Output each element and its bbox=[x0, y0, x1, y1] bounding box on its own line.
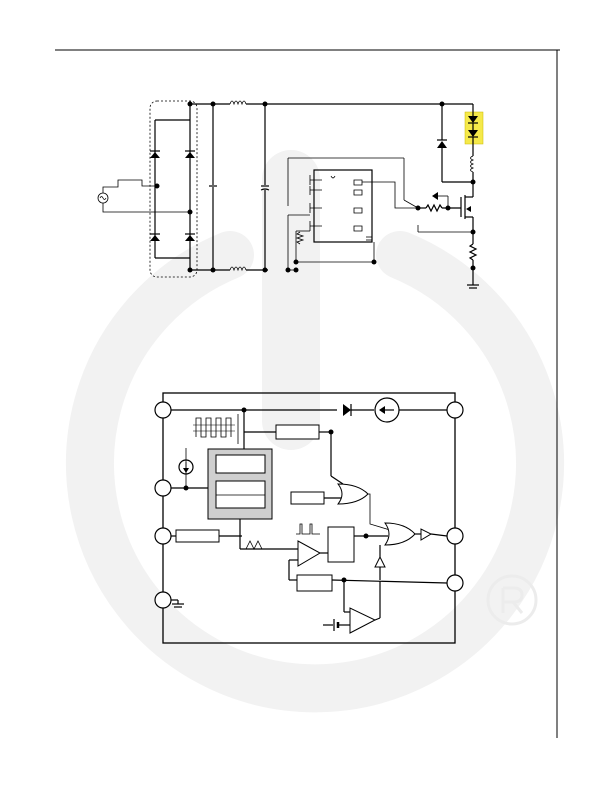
capacitor-icon bbox=[260, 104, 270, 270]
diode-icon bbox=[150, 150, 160, 158]
control-sub-block-upper bbox=[215, 454, 266, 474]
waveform-icon bbox=[193, 414, 239, 444]
comparator-icon bbox=[297, 540, 322, 567]
ramp-waveform-icon bbox=[245, 540, 263, 550]
pin-1[interactable] bbox=[154, 401, 172, 419]
current-source-icon bbox=[178, 459, 194, 475]
buffer-icon bbox=[374, 555, 386, 568]
watermark-logo bbox=[66, 150, 564, 713]
ground-icon bbox=[172, 600, 184, 608]
pulse-waveform-icon bbox=[296, 523, 320, 535]
ground-icon bbox=[467, 284, 479, 289]
comparator-icon bbox=[349, 607, 377, 634]
sense-block bbox=[296, 574, 333, 592]
ic-outline bbox=[162, 392, 456, 644]
regulator-block bbox=[275, 424, 320, 440]
latch-block bbox=[327, 526, 355, 563]
reference-voltage-icon bbox=[323, 619, 350, 631]
bridge-rectifier bbox=[150, 101, 195, 273]
led-string bbox=[464, 104, 484, 156]
or-gate-icon bbox=[336, 483, 369, 505]
buck-inductor-icon bbox=[442, 155, 476, 197]
diode-icon bbox=[150, 233, 160, 241]
capacitor-icon bbox=[209, 104, 217, 270]
diode-icon bbox=[185, 150, 195, 158]
freewheel-diode-icon bbox=[437, 101, 447, 182]
inductor-icon bbox=[229, 266, 247, 272]
pin-3[interactable] bbox=[154, 527, 172, 545]
gate-resistor-icon bbox=[415, 192, 461, 213]
bridge-rectifier-outline bbox=[149, 100, 198, 278]
application-circuit bbox=[97, 100, 484, 289]
inductor-icon bbox=[229, 100, 247, 106]
diode-icon bbox=[185, 233, 195, 241]
or-gate-icon bbox=[384, 522, 416, 546]
threshold-block bbox=[290, 491, 325, 505]
bias-resistor-icon bbox=[295, 231, 305, 245]
pin-5[interactable] bbox=[446, 401, 464, 419]
block-diagram bbox=[154, 392, 464, 644]
pin-7[interactable] bbox=[446, 574, 464, 592]
filter-block bbox=[175, 529, 220, 543]
control-sub-block-lower bbox=[215, 480, 266, 509]
controller-ic bbox=[285, 157, 419, 273]
pin-6[interactable] bbox=[446, 527, 464, 545]
current-source-icon bbox=[374, 397, 400, 423]
driver-buffer-icon bbox=[420, 528, 433, 541]
led-highlight bbox=[464, 111, 484, 145]
pin-2[interactable] bbox=[154, 479, 172, 497]
pin-4[interactable] bbox=[154, 591, 172, 609]
mosfet-icon bbox=[460, 195, 474, 232]
ac-source-icon bbox=[97, 179, 190, 213]
registered-mark-icon bbox=[486, 574, 538, 626]
diode-icon bbox=[343, 404, 352, 416]
